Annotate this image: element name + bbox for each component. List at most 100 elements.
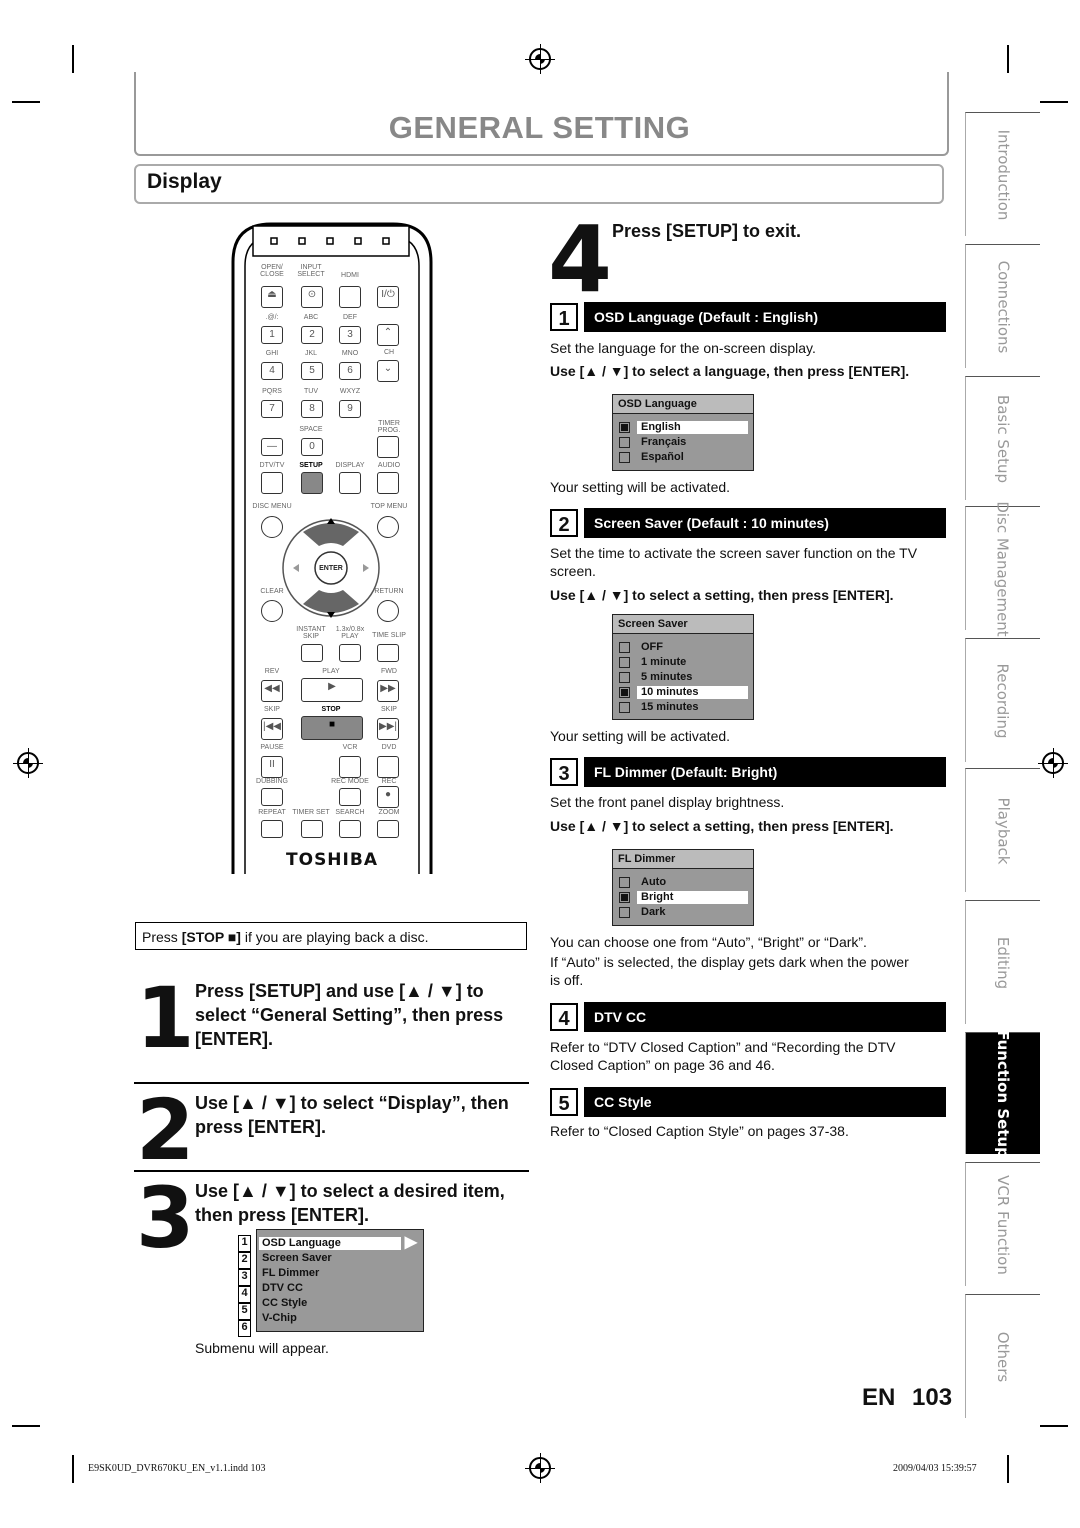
label-clear: CLEAR <box>260 588 284 595</box>
dash-button[interactable]: — <box>261 438 283 456</box>
rewind-button[interactable]: ◀◀ <box>261 680 283 702</box>
option-10-minutes[interactable]: 10 minutes <box>613 685 753 700</box>
digit-9-button[interactable]: 9 <box>339 400 361 418</box>
disc-menu-button[interactable] <box>261 516 283 538</box>
submenu-item[interactable]: OSD Language▶ <box>257 1235 423 1251</box>
label-audio: AUDIO <box>377 462 401 469</box>
label-zoom: ZOOM <box>378 809 400 816</box>
channel-up-button[interactable]: ⌃ <box>377 324 399 346</box>
step-3-note: Submenu will appear. <box>195 1340 329 1356</box>
option-5-minutes[interactable]: 5 minutes <box>613 670 753 685</box>
enter-button[interactable]: ENTER <box>319 565 343 572</box>
label-jkl: JKL <box>304 350 318 357</box>
label-timer-set: TIMER SET <box>292 809 330 816</box>
option-1-minute[interactable]: 1 minute <box>613 655 753 670</box>
digit-2-button[interactable]: 2 <box>301 326 323 344</box>
divider <box>134 1082 529 1084</box>
tab-introduction[interactable]: Introduction <box>965 112 1040 236</box>
repeat-button[interactable] <box>261 820 283 838</box>
item-2-after: Your setting will be activated. <box>550 728 731 744</box>
dvd-button[interactable] <box>377 756 399 778</box>
tab-basic-setup[interactable]: Basic Setup <box>965 376 1040 500</box>
return-button[interactable] <box>377 600 399 622</box>
tab-disc-management[interactable]: Disc Management <box>965 501 1040 636</box>
footer-date: 2009/04/03 15:39:57 <box>893 1463 977 1474</box>
setup-button[interactable] <box>301 472 323 494</box>
option-espanol[interactable]: Español <box>613 450 753 465</box>
timer-prog-button[interactable] <box>377 436 399 458</box>
step-3-number: 3 <box>136 1169 195 1267</box>
option-off[interactable]: OFF <box>613 640 753 655</box>
tab-playback[interactable]: Playback <box>965 768 1040 892</box>
digit-3-button[interactable]: 3 <box>339 326 361 344</box>
digit-6-button[interactable]: 6 <box>339 362 361 380</box>
option-bright[interactable]: Bright <box>613 890 753 905</box>
tab-function-setup[interactable]: Function Setup <box>965 1030 1040 1157</box>
step-4-number: 4 <box>548 206 613 313</box>
option-english[interactable]: English <box>613 420 753 435</box>
digit-8-button[interactable]: 8 <box>301 400 323 418</box>
rec-mode-button[interactable] <box>339 788 361 806</box>
option-francais[interactable]: Français <box>613 435 753 450</box>
top-menu-button[interactable] <box>377 516 399 538</box>
digit-0-button[interactable]: 0 <box>301 438 323 456</box>
open-close-button[interactable]: ⏏ <box>261 286 283 308</box>
power-button[interactable]: I/⏻ <box>377 286 399 308</box>
label-play: PLAY <box>322 668 340 675</box>
rec-button[interactable]: ● <box>377 786 399 808</box>
submenu-item[interactable]: V-Chip <box>262 1312 297 1324</box>
option-auto[interactable]: Auto <box>613 875 753 890</box>
item-1-after: Your setting will be activated. <box>550 479 731 495</box>
label-open-close: OPEN/ CLOSE <box>260 264 284 278</box>
step-1-number: 1 <box>136 969 195 1067</box>
stop-note: Press [STOP ■] if you are playing back a… <box>135 922 527 950</box>
hdmi-button[interactable] <box>339 286 361 308</box>
audio-button[interactable] <box>377 472 399 494</box>
display-button[interactable] <box>339 472 361 494</box>
option-dark[interactable]: Dark <box>613 905 753 920</box>
digit-5-button[interactable]: 5 <box>301 362 323 380</box>
submenu-item[interactable]: CC Style <box>262 1297 308 1309</box>
submenu-osd: OSD Language▶ Screen Saver FL Dimmer DTV… <box>256 1229 424 1332</box>
tab-others[interactable]: Others <box>965 1294 1040 1418</box>
label-skip-back: SKIP <box>264 706 280 713</box>
timer-set-button[interactable] <box>301 820 323 838</box>
tab-recording[interactable]: Recording <box>965 638 1040 762</box>
speed-play-button[interactable] <box>339 644 361 662</box>
digit-1-button[interactable]: 1 <box>261 326 283 344</box>
play-button[interactable]: ▶ <box>301 678 363 702</box>
osd-title: OSD Language <box>613 395 753 414</box>
submenu-item[interactable]: DTV CC <box>262 1282 303 1294</box>
time-slip-button[interactable] <box>377 644 399 662</box>
stop-button[interactable]: ■ <box>301 716 363 740</box>
zoom-button[interactable] <box>377 820 399 838</box>
digit-4-button[interactable]: 4 <box>261 362 283 380</box>
tab-editing[interactable]: Editing <box>965 900 1040 1024</box>
search-button[interactable] <box>339 820 361 838</box>
dubbing-button[interactable] <box>261 788 283 806</box>
skip-forward-button[interactable]: ▶▶| <box>377 718 399 740</box>
item-4-title: DTV CC <box>584 1002 946 1032</box>
osd-title: Screen Saver <box>613 615 753 634</box>
vcr-button[interactable] <box>339 756 361 778</box>
submenu-item[interactable]: Screen Saver <box>262 1252 332 1264</box>
submenu-item[interactable]: FL Dimmer <box>262 1267 320 1279</box>
fast-forward-button[interactable]: ▶▶ <box>377 680 399 702</box>
tab-connections[interactable]: Connections <box>965 244 1040 368</box>
channel-down-button[interactable]: ⌄ <box>377 360 399 382</box>
digit-7-button[interactable]: 7 <box>261 400 283 418</box>
dtv-tv-button[interactable] <box>261 472 283 494</box>
input-select-button[interactable]: ⊙ <box>301 286 323 308</box>
label-stop: STOP <box>321 706 341 713</box>
item-5-number: 5 <box>550 1088 578 1116</box>
pause-button[interactable]: II <box>261 756 283 778</box>
option-15-minutes[interactable]: 15 minutes <box>613 700 753 715</box>
clear-button[interactable] <box>261 600 283 622</box>
tab-vcr-function[interactable]: VCR Function <box>965 1162 1040 1286</box>
instant-skip-button[interactable] <box>301 644 323 662</box>
label-disc-menu: DISC MENU <box>252 503 292 510</box>
label-pause: PAUSE <box>260 744 284 751</box>
item-2-instruction: Use [▲ / ▼] to select a setting, then pr… <box>550 587 894 603</box>
label-play-speed: 1.3x/0.8x PLAY <box>335 626 365 640</box>
skip-back-button[interactable]: |◀◀ <box>261 718 283 740</box>
